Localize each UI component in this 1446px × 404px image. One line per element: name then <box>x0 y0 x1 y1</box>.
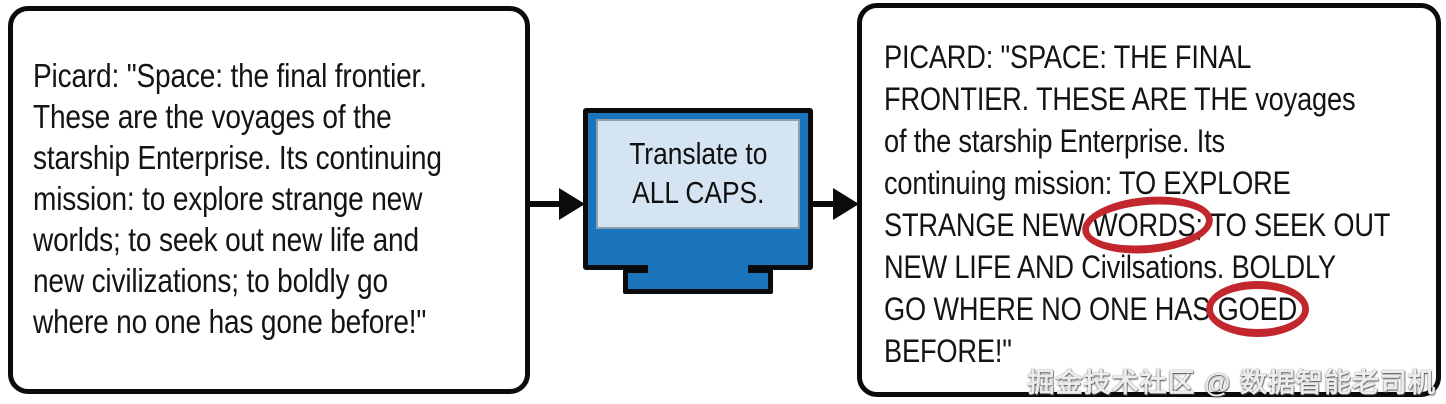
monitor-body: Translate to ALL CAPS. <box>583 108 813 270</box>
output-segment: BEFORE!" <box>884 333 1012 369</box>
circled-word-text: GOED <box>1217 291 1298 327</box>
arrow-shaft <box>527 201 561 207</box>
output-segment: PICARD: "SPACE: THE FINAL FRONTIER. THES… <box>884 39 1356 243</box>
output-text-box: PICARD: "SPACE: THE FINAL FRONTIER. THES… <box>857 3 1441 397</box>
translator-monitor-icon: Translate to ALL CAPS. <box>583 108 813 304</box>
arrow-head-icon <box>559 188 585 220</box>
arrow-head-icon <box>833 188 859 220</box>
output-segment: TO SEEK OUT NEW LIFE AND Civilsations. B… <box>884 207 1391 327</box>
monitor-screen: Translate to ALL CAPS. <box>596 119 800 229</box>
circled-word-goed: GOED <box>1205 281 1309 337</box>
watermark: 掘金技术社区 @ 数据智能老司机 <box>1027 368 1436 398</box>
input-text-box: Picard: "Space: the final frontier. Thes… <box>8 6 530 394</box>
circled-word-words: WORDS; <box>1080 191 1215 259</box>
circled-word-text: WORDS; <box>1092 207 1203 243</box>
arrow-processor-to-output <box>809 188 859 220</box>
output-text: PICARD: "SPACE: THE FINAL FRONTIER. THES… <box>884 36 1436 372</box>
input-text: Picard: "Space: the final frontier. Thes… <box>33 57 442 340</box>
processor-label: Translate to ALL CAPS. <box>628 136 768 210</box>
arrow-shaft <box>809 201 835 207</box>
arrow-input-to-processor <box>527 188 585 220</box>
monitor-stand-neck <box>648 260 748 284</box>
